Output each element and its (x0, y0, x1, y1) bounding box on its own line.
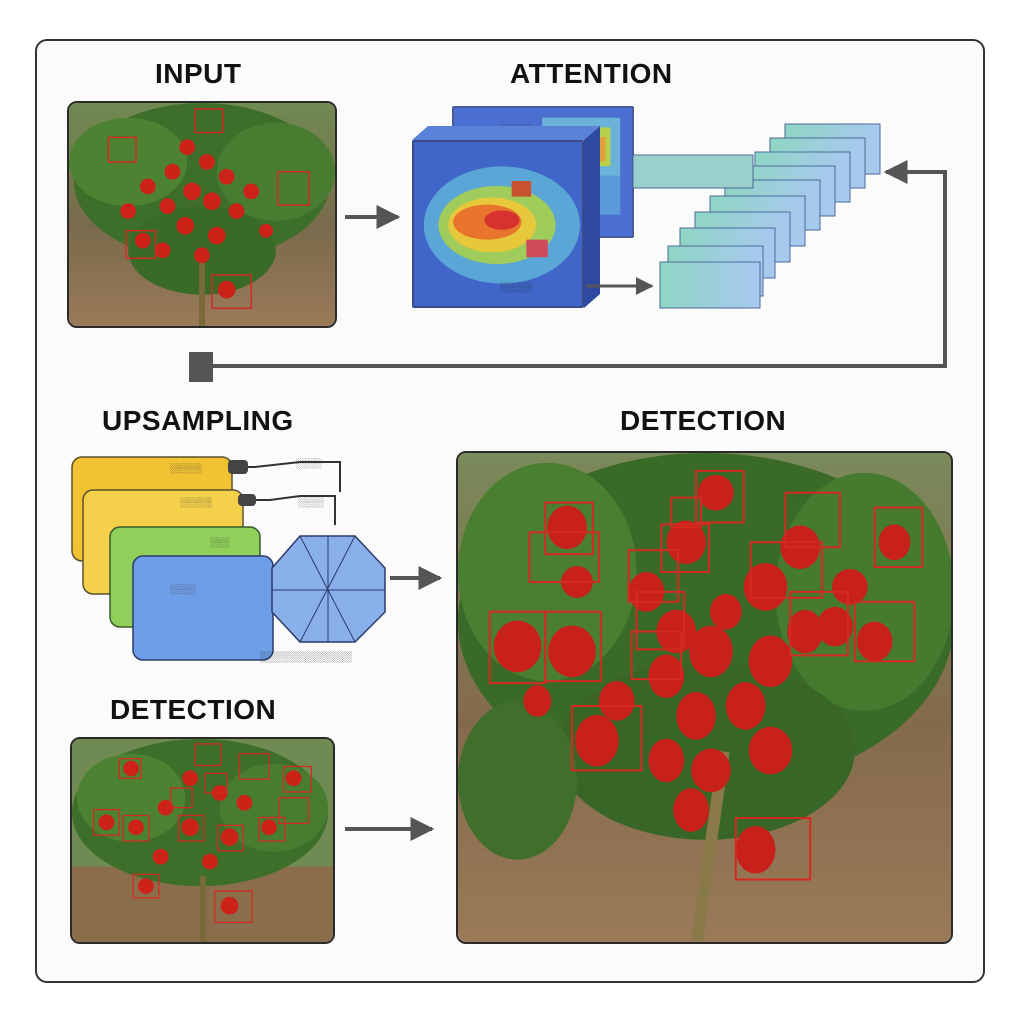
upsampling-layers (71, 456, 386, 661)
feature-tensor-stack (632, 123, 881, 309)
upsampling-layer-3-label: ░░░ (210, 537, 230, 548)
upsampling-note-1: ░░░░ (296, 458, 322, 469)
upsampling-layer-4-label: ░░░░ (170, 584, 196, 595)
upsampling-layer-1-label: ░░░░░ (170, 463, 203, 474)
heatmap-side (584, 126, 600, 308)
heatmap-top (412, 126, 600, 140)
title-input: INPUT (155, 58, 242, 89)
title-upsampling: UPSAMPLING (102, 405, 294, 436)
upsampling-layer-2-label: ░░░░░ (180, 497, 213, 508)
upsampling-caption: ░░░░░░░░░░░░░ (260, 651, 352, 663)
upsampling-note-2: ░░░░ (298, 497, 324, 508)
title-detection-large: DETECTION (620, 405, 787, 436)
upsampling-layer-4 (132, 555, 274, 661)
attention-heatmap (412, 140, 584, 308)
detection-small-image (70, 737, 335, 944)
title-attention: ATTENTION (510, 58, 673, 89)
feedback-loop-terminal (189, 352, 213, 382)
title-detection-small: DETECTION (110, 694, 277, 725)
input-image (67, 101, 337, 328)
detection-large-image (456, 451, 953, 944)
